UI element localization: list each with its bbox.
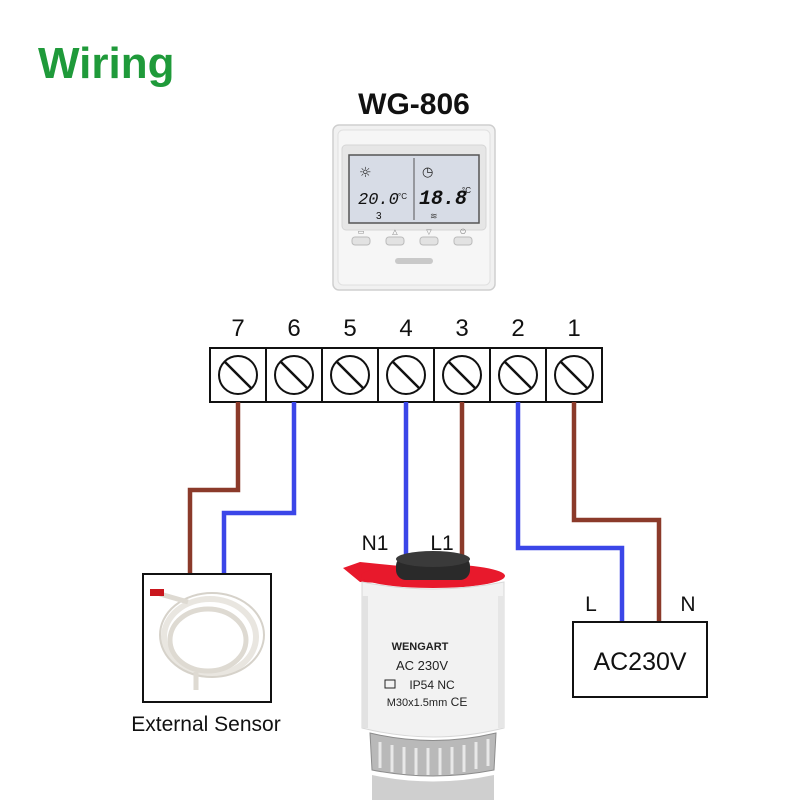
up-icon: △	[392, 229, 398, 236]
lcd-screen: ☼ ◷ 20.0 °C 18.8 °C 3 ≋	[348, 154, 480, 224]
terminal-number: 2	[511, 315, 524, 342]
sensor-cable-image	[150, 589, 265, 690]
power-supply-box	[572, 621, 708, 698]
terminal-number: 4	[399, 315, 412, 342]
up-button[interactable]	[385, 236, 405, 246]
clock-icon: ◷	[422, 165, 433, 180]
actuator-rating: IP54 NC	[409, 678, 455, 692]
vent-slot	[395, 258, 433, 264]
device-buttons: ▭ △ ▽ ⏻	[351, 228, 473, 264]
actuator-l1-label: L1	[430, 532, 453, 555]
actuator-voltage: AC 230V	[396, 658, 448, 673]
down-button[interactable]	[419, 236, 439, 246]
actuator-n1-label: N1	[362, 532, 389, 555]
menu-icon: ▭	[358, 229, 365, 236]
terminal-number: 1	[567, 315, 580, 342]
heating-icon: ≋	[430, 212, 438, 222]
thermostat: ☼ ◷ 20.0 °C 18.8 °C 3 ≋ ▭ △ ▽ ⏻	[332, 124, 496, 291]
room-temp: 20.0	[358, 191, 399, 210]
program-number: 3	[376, 211, 382, 222]
actuator-thread: M30x1.5mm	[387, 697, 448, 709]
sensor-connector	[150, 589, 164, 596]
page-title: Wiring	[38, 39, 174, 88]
set-temp: 18.8	[419, 188, 467, 211]
screw-terminal-4	[386, 355, 426, 395]
power-icon: ⏻	[460, 228, 466, 236]
device-model: WG-806	[358, 88, 470, 121]
actuator-brand: WENGART	[392, 641, 449, 653]
actuator-cert-mark: CE	[451, 695, 468, 709]
screw-terminal-3	[442, 355, 482, 395]
screw-terminal-2	[498, 355, 538, 395]
wire-terminal-7-brown	[187, 402, 241, 575]
terminal-number: 6	[287, 315, 300, 342]
power-label: AC230V	[593, 648, 686, 676]
wire-terminal-1-brown	[571, 402, 662, 622]
screw-terminal-5	[330, 355, 370, 395]
screw-terminal-1	[554, 355, 594, 395]
wires	[187, 402, 662, 622]
set-temp-unit: °C	[462, 186, 471, 195]
terminal-numbers: 7 6 5 4 3 2 1	[231, 315, 580, 342]
terminal-number: 7	[231, 315, 244, 342]
screw-terminal-6	[274, 355, 314, 395]
power-l-label: L	[585, 593, 597, 616]
down-icon: ▽	[426, 229, 432, 236]
terminal-block	[209, 347, 603, 403]
sensor-label: External Sensor	[131, 713, 280, 736]
thermal-actuator: WENGART AC 230V IP54 NC M30x1.5mm CE	[343, 551, 505, 800]
terminal-number: 3	[455, 315, 468, 342]
room-temp-unit: °C	[398, 192, 407, 201]
terminal-number: 5	[343, 315, 356, 342]
screw-terminal-7	[218, 355, 258, 395]
external-sensor	[142, 573, 272, 703]
menu-button[interactable]	[351, 236, 371, 246]
wire-terminal-6-blue	[221, 402, 297, 575]
double-insulation-icon	[384, 679, 396, 689]
wire-terminal-2-blue	[515, 402, 625, 622]
power-n-label: N	[680, 593, 695, 616]
power-button[interactable]	[453, 236, 473, 246]
sun-icon: ☼	[359, 165, 372, 181]
